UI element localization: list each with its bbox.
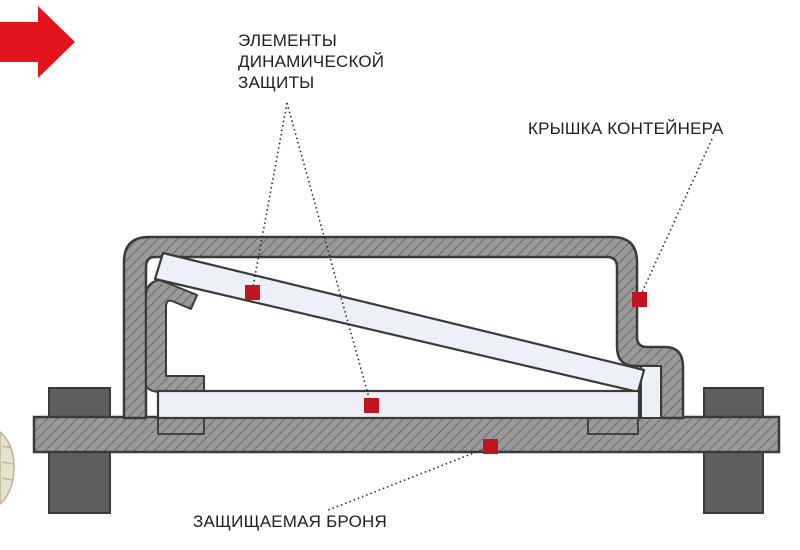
leader-lines (251, 102, 713, 512)
label-era-line-1: ЭЛЕМЕНТЫ (238, 31, 337, 50)
support-pad-left (157, 417, 205, 435)
label-era-elements: ЭЛЕМЕНТЫ ДИНАМИЧЕСКОЙ ЗАЩИТЫ (238, 30, 384, 93)
right-wall (640, 365, 662, 419)
armor-plate (32, 415, 781, 454)
leader-lid (638, 138, 713, 300)
left-bracket (145, 279, 205, 393)
leader-armor (325, 446, 490, 512)
markers (245, 285, 647, 454)
support-pad-right (587, 417, 639, 435)
label-protected-armor: ЗАЩИЩАЕМАЯ БРОНЯ (193, 512, 387, 531)
marker-era-upper (245, 285, 260, 300)
marker-armor (483, 439, 498, 454)
label-era-line-2: ДИНАМИЧЕСКОЙ (238, 52, 385, 71)
marker-lid (632, 292, 647, 307)
era-plate-lower (156, 389, 641, 420)
right-arrow-icon (0, 6, 75, 78)
marker-era-lower (364, 398, 379, 413)
label-container-lid: КРЫШКА КОНТЕЙНЕРА (528, 119, 724, 138)
leader-era-lower (286, 102, 372, 406)
label-era-line-3: ЗАЩИТЫ (238, 73, 315, 92)
era-plate-upper (153, 251, 646, 394)
side-object (0, 431, 15, 505)
leader-era-upper (251, 102, 288, 293)
